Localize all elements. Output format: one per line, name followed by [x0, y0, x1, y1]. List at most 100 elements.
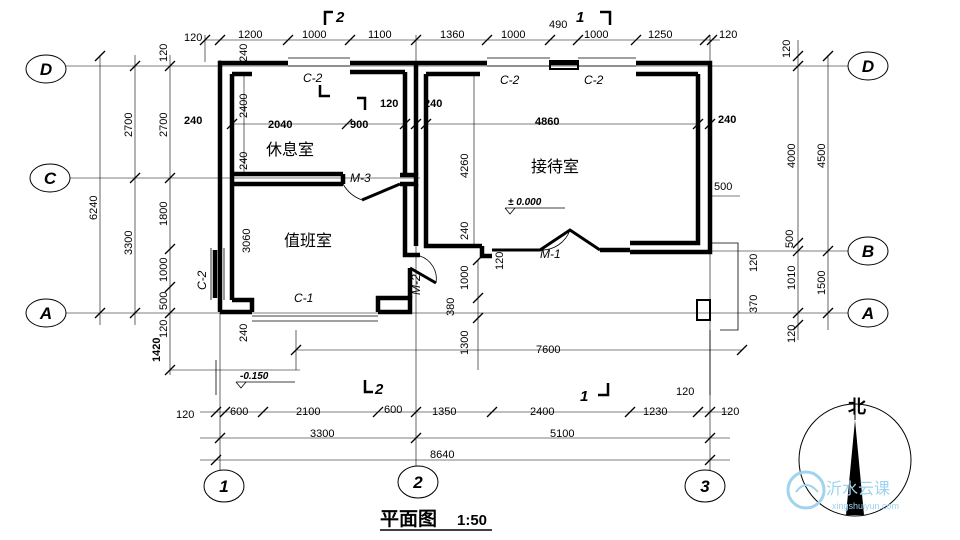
section-marker-1-bottom: 1: [580, 383, 610, 405]
svg-text:2400: 2400: [530, 406, 554, 418]
svg-text:1: 1: [576, 9, 584, 26]
svg-text:1300: 1300: [459, 331, 471, 355]
svg-text:1:50: 1:50: [457, 512, 487, 529]
north-compass: 北: [798, 397, 912, 517]
svg-text:240: 240: [238, 324, 250, 342]
svg-text:C: C: [44, 169, 57, 188]
axis-bubble-2: 2: [397, 465, 439, 499]
svg-text:1: 1: [219, 477, 228, 496]
svg-text:1100: 1100: [368, 29, 392, 41]
label-m1: M-1: [540, 247, 561, 261]
dimension-ticks: [94, 34, 834, 466]
svg-text:240: 240: [424, 98, 442, 110]
svg-text:120: 120: [184, 32, 202, 44]
svg-text:1200: 1200: [238, 29, 262, 41]
svg-text:1230: 1230: [643, 406, 667, 418]
axis-bubble-1: 1: [203, 469, 245, 503]
svg-text:-0.150: -0.150: [240, 371, 269, 382]
svg-text:120: 120: [158, 320, 170, 338]
svg-text:4860: 4860: [535, 116, 559, 128]
svg-text:1350: 1350: [432, 406, 456, 418]
svg-text:8640: 8640: [430, 449, 454, 461]
svg-text:240: 240: [184, 115, 202, 127]
svg-text:240: 240: [238, 44, 250, 62]
svg-text:120: 120: [158, 44, 170, 62]
svg-text:1360: 1360: [440, 29, 464, 41]
axis-grid-lines: [60, 35, 860, 470]
room-duty: 值班室: [284, 231, 332, 250]
compass-north-label: 北: [848, 397, 866, 418]
svg-text:4000: 4000: [786, 144, 798, 168]
door-swings: [342, 182, 601, 285]
svg-text:240: 240: [238, 152, 250, 170]
svg-text:3300: 3300: [310, 428, 334, 440]
svg-text:D: D: [862, 57, 874, 76]
svg-text:2700: 2700: [123, 113, 135, 137]
svg-text:1420: 1420: [151, 338, 163, 362]
svg-text:2700: 2700: [158, 113, 170, 137]
svg-text:500: 500: [158, 292, 170, 310]
svg-text:3300: 3300: [123, 231, 135, 255]
porch-outline: [170, 242, 748, 395]
svg-text:240: 240: [718, 114, 736, 126]
dim-text-interior: 2040 900 120 240 240 2400 240 240 240 48…: [184, 44, 736, 356]
svg-text:500: 500: [784, 230, 796, 248]
section-marker-c2-a: [318, 85, 330, 98]
svg-text:120: 120: [176, 409, 194, 421]
svg-text:120: 120: [781, 40, 793, 58]
svg-text:xingshuiyun.com: xingshuiyun.com: [832, 501, 899, 511]
svg-text:2: 2: [335, 9, 345, 26]
svg-text:1000: 1000: [501, 29, 525, 41]
label-m2: M-2: [409, 274, 423, 295]
svg-text:2400: 2400: [238, 94, 250, 118]
svg-text:B: B: [862, 242, 874, 261]
label-c2-rec-left: C-2: [500, 73, 520, 87]
axis-bubble-a-right: A: [847, 298, 889, 328]
svg-text:2: 2: [374, 381, 384, 398]
svg-text:600: 600: [384, 404, 402, 416]
svg-text:900: 900: [350, 119, 368, 131]
svg-text:380: 380: [445, 298, 457, 316]
svg-text:490: 490: [549, 19, 567, 31]
svg-text:2100: 2100: [296, 406, 320, 418]
svg-text:1000: 1000: [584, 29, 608, 41]
svg-text:A: A: [861, 304, 874, 323]
axis-bubble-3: 3: [684, 469, 726, 503]
svg-text:1800: 1800: [158, 202, 170, 226]
svg-text:4500: 4500: [816, 144, 828, 168]
room-rest: 休息室: [266, 140, 314, 159]
svg-text:5100: 5100: [550, 428, 574, 440]
svg-text:120: 120: [721, 406, 739, 418]
svg-text:1010: 1010: [786, 266, 798, 290]
svg-text:120: 120: [719, 29, 737, 41]
svg-text:2: 2: [412, 473, 423, 492]
svg-text:120: 120: [786, 325, 798, 343]
svg-text:平面图: 平面图: [380, 508, 437, 530]
svg-text:370: 370: [748, 295, 760, 313]
axis-bubble-a-left: A: [25, 298, 67, 328]
drawing-title: 平面图 1:50: [380, 508, 492, 531]
svg-text:6240: 6240: [88, 196, 100, 220]
svg-text:2040: 2040: [268, 119, 292, 131]
svg-text:1: 1: [580, 388, 588, 405]
axis-bubble-b-right: B: [847, 236, 889, 266]
label-c2-west: C-2: [195, 270, 209, 290]
svg-text:沂水云课: 沂水云课: [826, 479, 890, 498]
room-reception: 接待室: [531, 157, 579, 176]
section-marker-2-bottom: 2: [363, 380, 384, 398]
svg-text:120: 120: [380, 98, 398, 110]
level-indoor: ± 0.000: [504, 197, 565, 215]
svg-text:1000: 1000: [302, 29, 326, 41]
dim-text-top: 120 1200 1000 1100 1360 490 1000 1000 12…: [184, 19, 737, 44]
svg-text:A: A: [39, 304, 52, 323]
section-marker-2-top: 2: [323, 9, 345, 26]
svg-text:± 0.000: ± 0.000: [508, 197, 542, 208]
svg-text:1500: 1500: [816, 271, 828, 295]
dim-text-right: 120 4000 4500 1010 1500 120 120 500 370: [748, 40, 828, 343]
svg-text:1000: 1000: [158, 258, 170, 282]
section-marker-1-top: 1: [576, 9, 612, 26]
label-m3: M-3: [350, 171, 371, 185]
svg-text:120: 120: [748, 254, 760, 272]
dimension-lines: [99, 35, 829, 461]
